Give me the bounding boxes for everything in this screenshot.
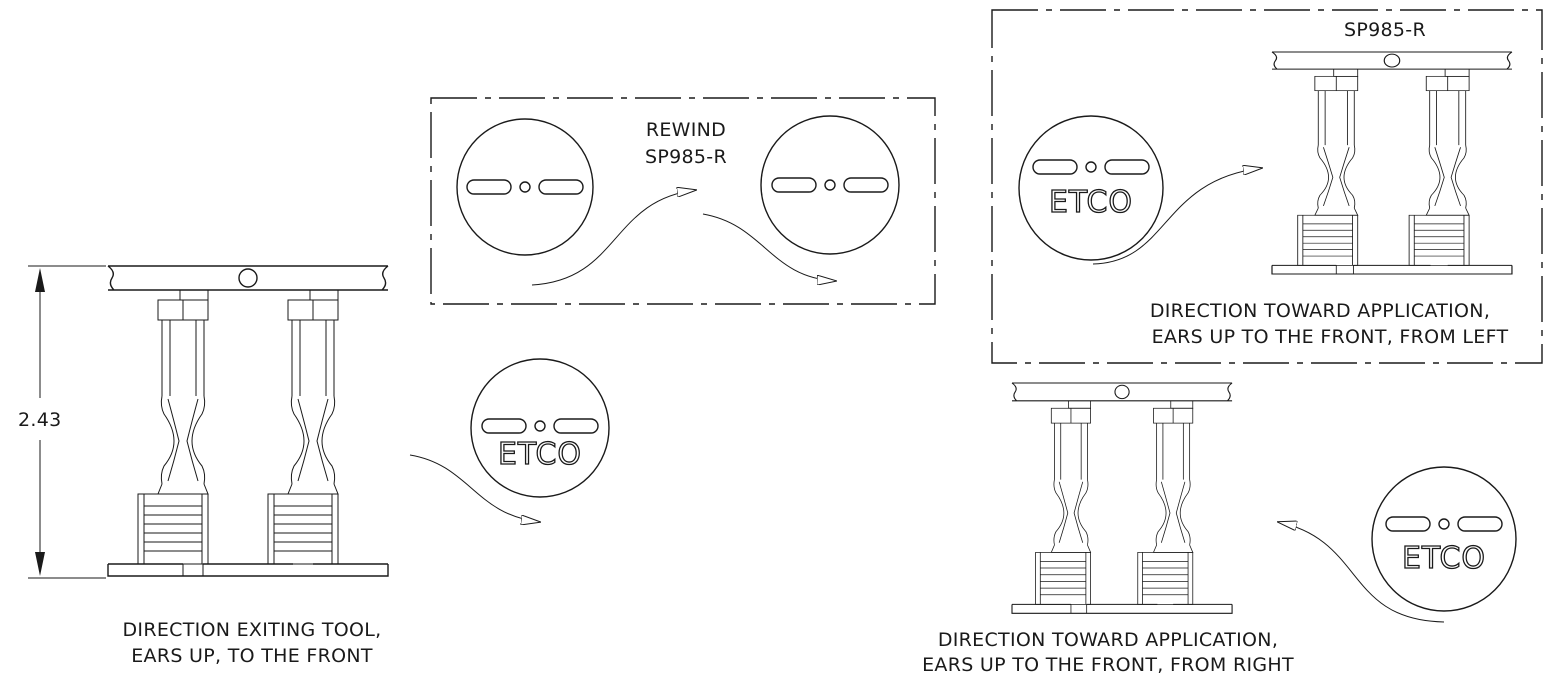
exit-reel-logo: ETCO bbox=[498, 437, 582, 472]
exit-reel: ETCO bbox=[470, 358, 610, 498]
exit-arrow bbox=[409, 454, 540, 522]
from-left-box: ETCO bbox=[991, 9, 1543, 364]
left-reel-logo: ETCO bbox=[1049, 185, 1133, 220]
right-caption-line2: EARS UP TO THE FRONT, FROM RIGHT bbox=[922, 654, 1294, 676]
exit-caption-line1: DIRECTION EXITING TOOL, bbox=[123, 619, 382, 641]
left-caption-line2: EARS UP TO THE FRONT, FROM LEFT bbox=[1152, 326, 1509, 348]
rewind-label: REWIND bbox=[646, 119, 726, 141]
left-arrow bbox=[1092, 168, 1262, 265]
dimension-value: 2.43 bbox=[18, 409, 62, 431]
right-reel-logo: ETCO bbox=[1402, 541, 1486, 576]
left-terminal-strip bbox=[1271, 51, 1513, 275]
height-dimension bbox=[28, 265, 106, 579]
right-arrow bbox=[1278, 522, 1445, 623]
rewind-arrow-up bbox=[531, 190, 696, 286]
rewind-arrow-down bbox=[702, 213, 836, 281]
left-caption-line1: DIRECTION TOWARD APPLICATION, bbox=[1150, 300, 1490, 322]
exit-terminal-strip bbox=[107, 265, 389, 577]
right-caption-line1: DIRECTION TOWARD APPLICATION, bbox=[938, 629, 1278, 651]
exit-caption-line2: EARS UP, TO THE FRONT bbox=[131, 645, 373, 667]
right-terminal-strip bbox=[1011, 382, 1233, 614]
rewind-box bbox=[430, 97, 936, 305]
from-right-group: ETCO bbox=[1011, 382, 1517, 623]
rewind-part-number: SP985-R bbox=[645, 146, 727, 168]
left-part-number: SP985-R bbox=[1344, 19, 1426, 41]
